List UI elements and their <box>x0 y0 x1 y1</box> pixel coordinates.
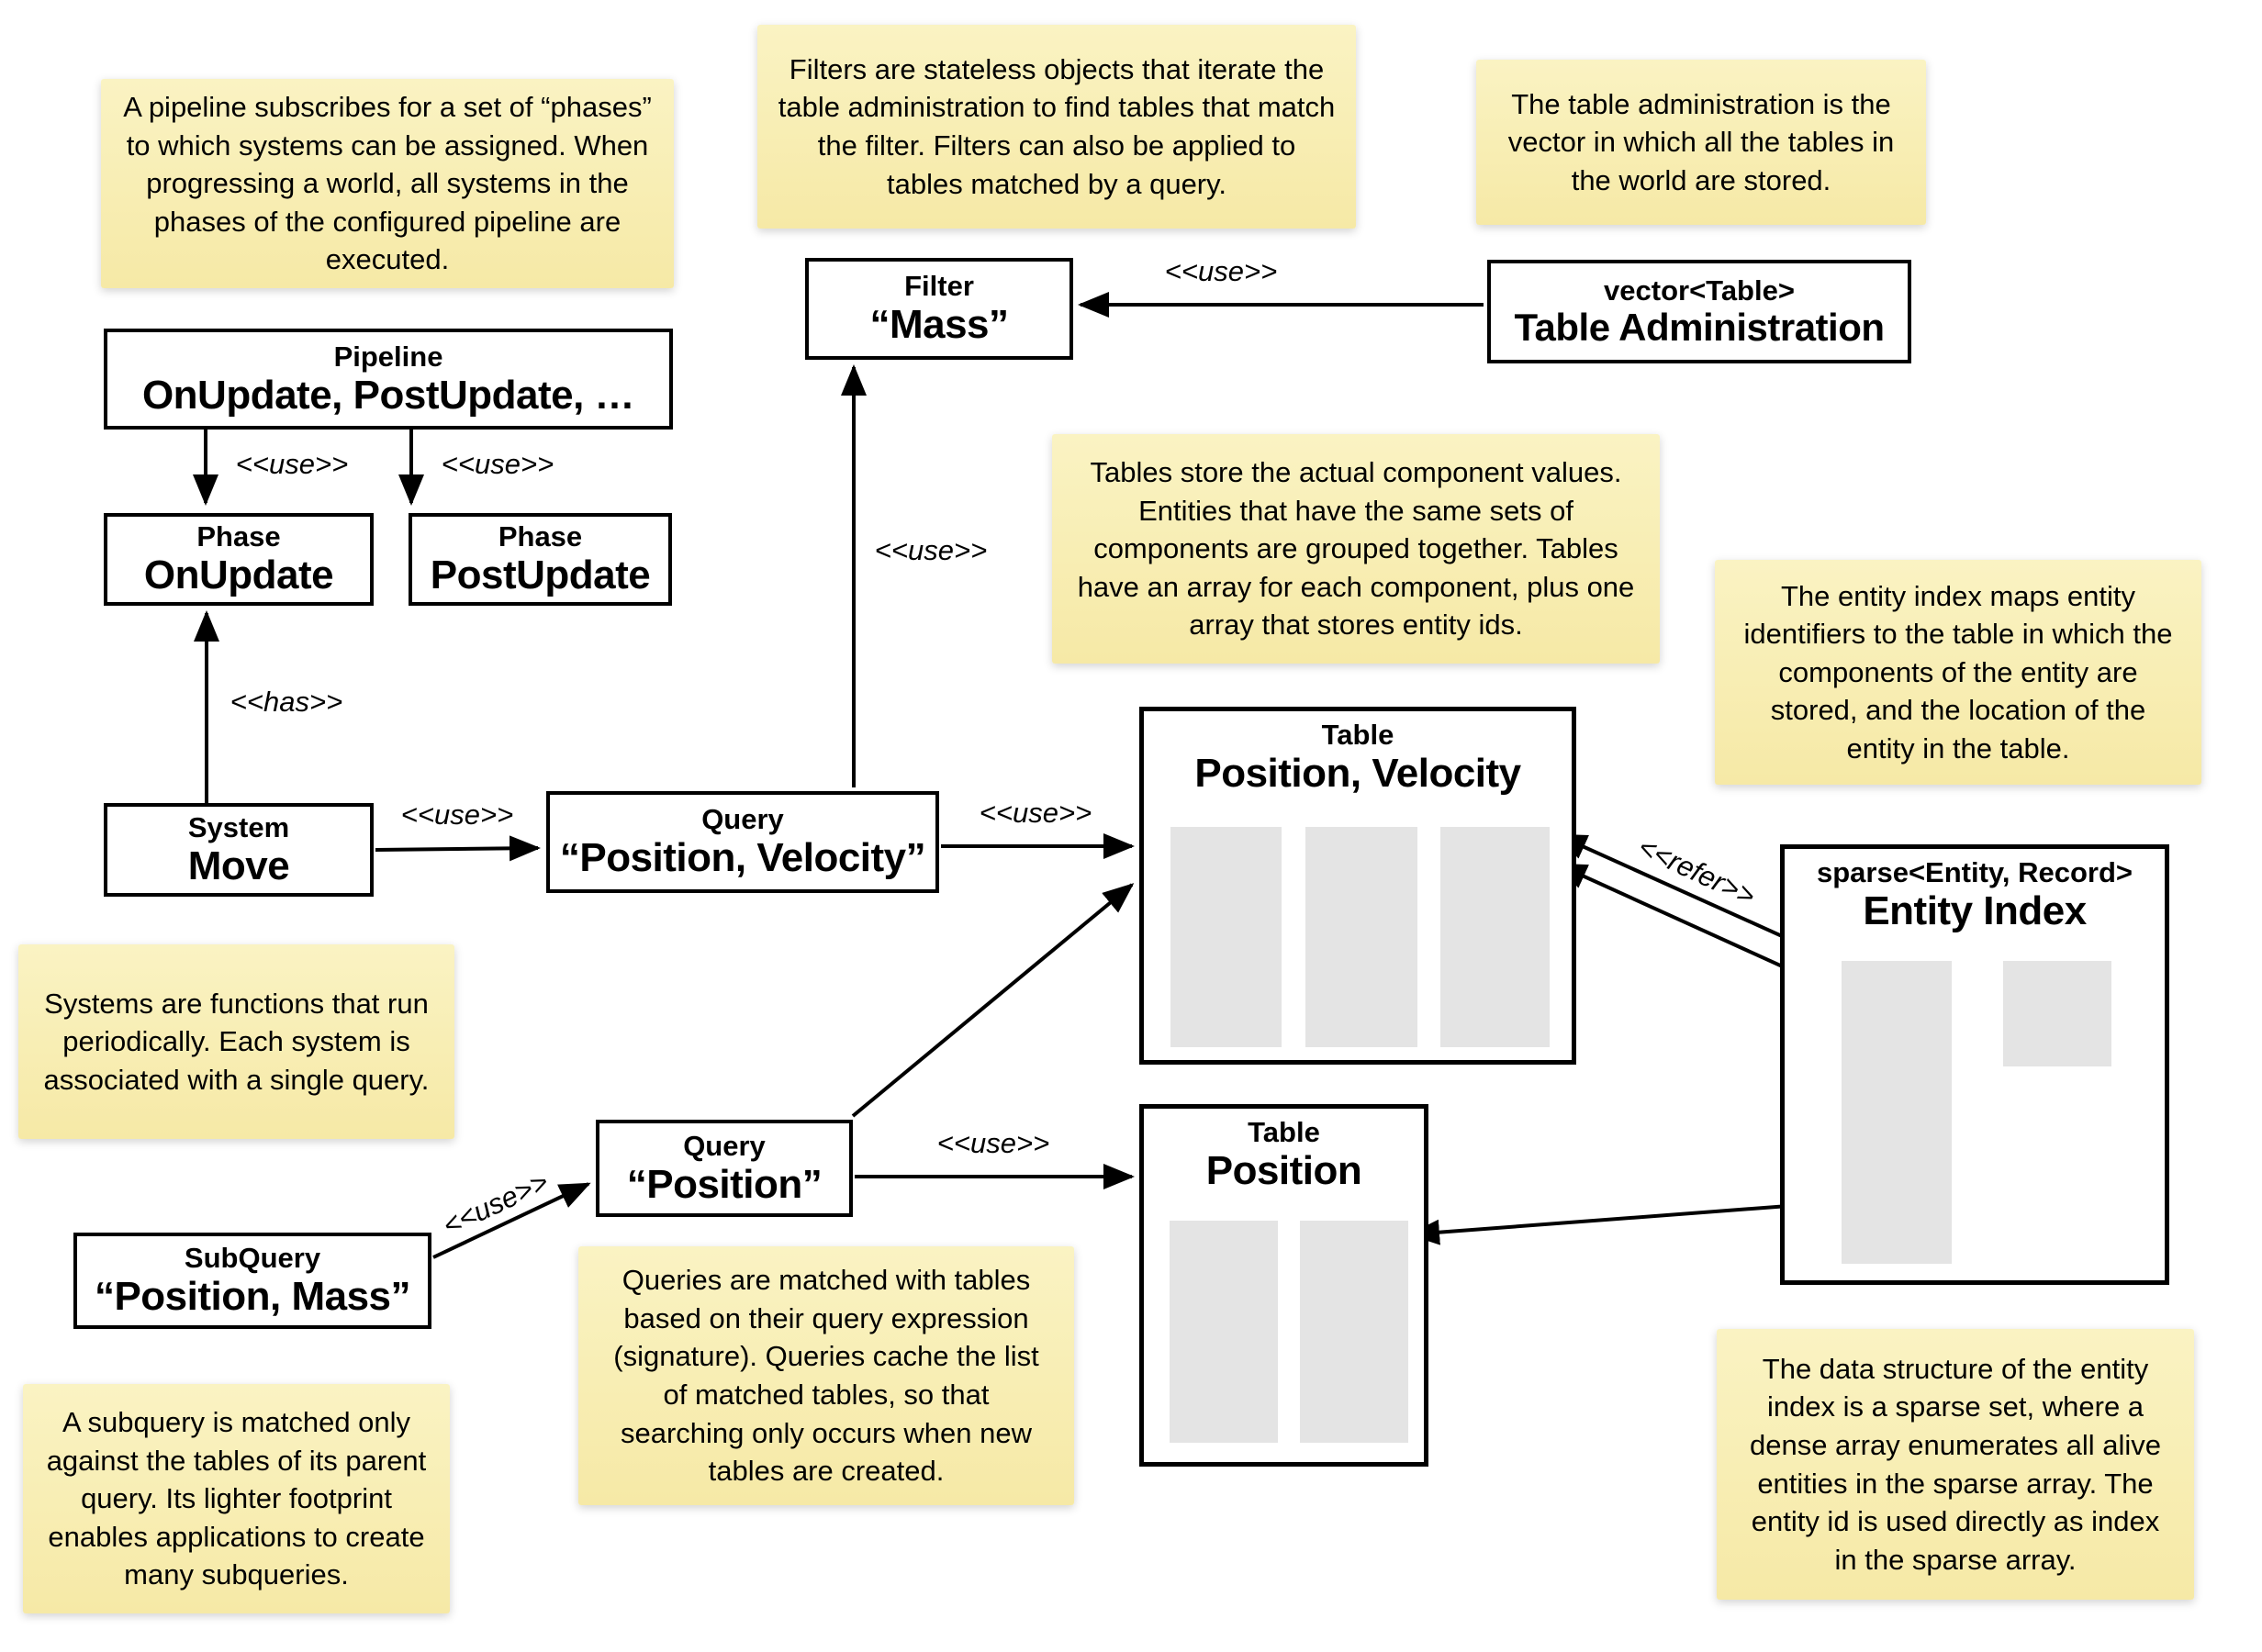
component-array-bar <box>1305 827 1417 1047</box>
dense-array-bar <box>2003 961 2111 1066</box>
edge-label-use-pipeline-postupdate: <<use>> <box>441 448 554 480</box>
component-array-bar <box>1170 1221 1278 1443</box>
note-pipeline-text: A pipeline subscribes for a set of “phas… <box>123 91 652 276</box>
component-array-bar <box>1440 827 1550 1047</box>
note-sparse-text: The data structure of the entity index i… <box>1749 1352 2162 1576</box>
box-table-admin-name: Table Administration <box>1514 306 1885 350</box>
box-table-pos-name: Position <box>1205 1147 1362 1193</box>
box-phase-onupdate-stereotype: Phase <box>196 520 281 553</box>
box-pipeline-stereotype: Pipeline <box>333 340 443 373</box>
note-table-admin-text: The table administration is the vector i… <box>1507 87 1895 196</box>
arrow-querypos-to-tablepv <box>851 883 1135 1118</box>
box-query-pos-stereotype: Query <box>683 1129 766 1162</box>
edge-label-use-system-query: <<use>> <box>400 798 514 831</box>
box-phase-postupdate-name: PostUpdate <box>430 553 651 598</box>
box-pipeline-name: OnUpdate, PostUpdate, … <box>141 372 635 418</box>
note-pipeline: A pipeline subscribes for a set of “phas… <box>101 79 674 288</box>
note-entity-index-text: The entity index maps entity identifiers… <box>1743 579 2173 765</box>
box-table-position: Table Position <box>1139 1104 1428 1467</box>
component-array-bar <box>1300 1221 1408 1443</box>
arrow-subquery-use-querypos <box>432 1182 591 1259</box>
box-filter-mass-name: “Mass” <box>869 302 1009 348</box>
note-queries-text: Queries are matched with tables based on… <box>613 1264 1039 1488</box>
edge-label-has-system-phase: <<has>> <box>230 686 343 718</box>
box-query-position: Query “Position” <box>596 1120 853 1217</box>
box-entity-index: sparse<Entity, Record> Entity Index <box>1780 844 2169 1285</box>
box-table-position-velocity: Table Position, Velocity <box>1139 707 1576 1065</box>
box-subquery-name: “Position, Mass” <box>94 1274 411 1320</box>
box-filter-mass: Filter “Mass” <box>805 258 1073 360</box>
note-systems-text: Systems are functions that run periodica… <box>43 987 430 1096</box>
note-sparse: The data structure of the entity index i… <box>1717 1329 2194 1600</box>
sparse-array-bar <box>1842 961 1952 1264</box>
box-query-pv-name: “Position, Velocity” <box>559 835 926 881</box>
box-table-administration: vector<Table> Table Administration <box>1487 260 1911 363</box>
box-entity-index-stereotype: sparse<Entity, Record> <box>1816 856 2133 888</box>
note-entity-index: The entity index maps entity identifiers… <box>1715 560 2201 785</box>
box-system-move-name: Move <box>187 843 290 888</box>
arrow-sparse-to-tablepos <box>1408 1200 1838 1245</box>
edge-label-use-pipeline-onupdate: <<use>> <box>235 448 349 480</box>
box-subquery-stereotype: SubQuery <box>184 1242 321 1275</box>
box-phase-postupdate: Phase PostUpdate <box>409 513 672 606</box>
box-phase-onupdate: Phase OnUpdate <box>104 513 374 606</box>
box-table-pv-name: Position, Velocity <box>1194 750 1521 796</box>
edge-label-use-tableadmin-filter: <<use>> <box>1164 255 1278 287</box>
box-system-move-stereotype: System <box>187 810 290 843</box>
box-system-move: System Move <box>104 803 374 897</box>
box-query-pv-stereotype: Query <box>701 803 784 836</box>
component-array-bar <box>1170 827 1282 1047</box>
note-systems: Systems are functions that run periodica… <box>18 944 454 1139</box>
arrow-system-use-query <box>375 835 541 862</box>
edge-label-use-querypv-tablepv: <<use>> <box>979 797 1092 829</box>
box-phase-onupdate-name: OnUpdate <box>143 553 334 598</box>
edge-label-use-query-filter: <<use>> <box>874 534 988 566</box>
edge-label-use-querypos-tablepos: <<use>> <box>936 1127 1050 1159</box>
box-table-pv-stereotype: Table <box>1321 719 1394 751</box>
box-entity-index-name: Entity Index <box>1863 887 2087 933</box>
box-filter-mass-stereotype: Filter <box>904 270 974 303</box>
box-subquery: SubQuery “Position, Mass” <box>73 1233 431 1329</box>
box-query-pos-name: “Position” <box>626 1161 823 1207</box>
box-phase-postupdate-stereotype: Phase <box>498 520 583 553</box>
box-table-pos-stereotype: Table <box>1248 1116 1320 1148</box>
note-queries: Queries are matched with tables based on… <box>578 1246 1074 1505</box>
note-tables: Tables store the actual component values… <box>1052 434 1660 664</box>
note-table-admin: The table administration is the vector i… <box>1476 60 1926 225</box>
note-subquery-text: A subquery is matched only against the t… <box>46 1406 427 1591</box>
box-query-position-velocity: Query “Position, Velocity” <box>546 791 939 893</box>
note-subquery: A subquery is matched only against the t… <box>23 1384 450 1613</box>
note-filters-text: Filters are stateless objects that itera… <box>778 52 1336 200</box>
box-pipeline: Pipeline OnUpdate, PostUpdate, … <box>104 329 673 430</box>
note-tables-text: Tables store the actual component values… <box>1077 456 1635 642</box>
note-filters: Filters are stateless objects that itera… <box>757 25 1356 229</box>
box-table-admin-stereotype: vector<Table> <box>1604 273 1795 307</box>
